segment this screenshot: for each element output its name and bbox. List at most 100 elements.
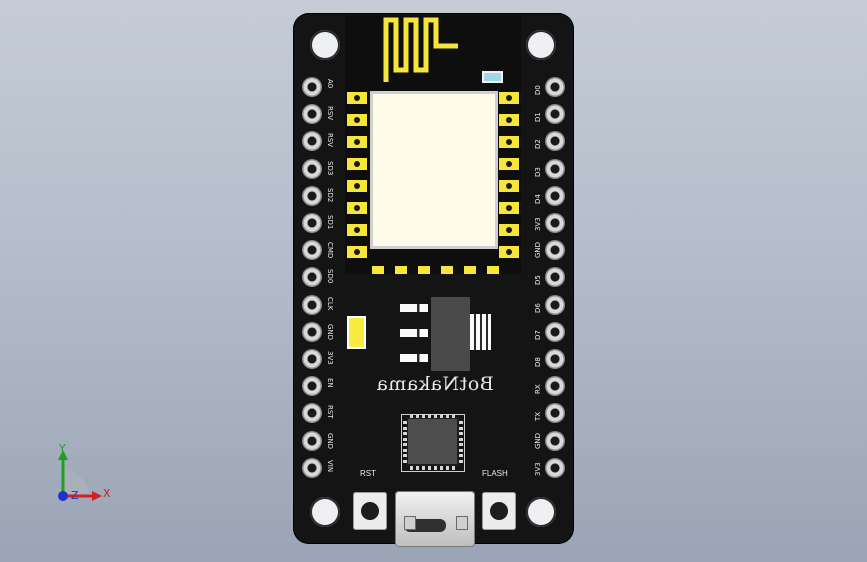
rst-button-cap	[361, 502, 379, 520]
status-led	[482, 71, 503, 83]
header-pin-left	[302, 294, 322, 315]
pin-label-left: VIN	[326, 459, 334, 472]
chip-pin	[440, 414, 443, 418]
voltage-regulator	[431, 297, 470, 371]
module-castellated-pad	[347, 114, 367, 126]
flash-label: FLASH	[482, 469, 508, 478]
pin-label-left: GND	[326, 323, 334, 340]
chip-pin	[403, 432, 407, 435]
mounting-hole-bottom-right	[526, 497, 556, 527]
module-castellated-pad	[347, 92, 367, 104]
header-pin-right	[545, 77, 565, 97]
chip-pin	[434, 414, 437, 418]
header-pin-right	[545, 213, 565, 233]
header-pin-left	[302, 267, 322, 288]
pin-label-left: SD0	[326, 269, 334, 284]
module-pad	[441, 266, 453, 274]
usb-tab-left	[404, 516, 416, 530]
pin-label-right: TX	[534, 412, 542, 422]
module-pad	[464, 266, 476, 274]
pin-label-left: RSV	[326, 106, 334, 121]
rst-label: RST	[360, 469, 376, 478]
chip-pin	[422, 466, 425, 470]
z-axis-label: Z	[71, 489, 79, 502]
module-pad	[372, 266, 384, 274]
pin-label-left: SD1	[326, 215, 334, 230]
header-pin-left	[302, 185, 322, 206]
usb-tab-right	[456, 516, 468, 530]
regulator-pin	[400, 304, 428, 312]
chip-pin	[446, 414, 449, 418]
chip-pin	[403, 448, 407, 452]
pin-label-left: CLK	[326, 296, 334, 310]
pin-label-left: A0	[326, 79, 334, 89]
module-castellated-pad	[347, 246, 367, 258]
chip-pin	[459, 437, 463, 441]
chip-pin	[459, 443, 463, 446]
chip-pin	[410, 466, 413, 470]
chip-pin	[403, 454, 407, 457]
chip-pin	[446, 466, 449, 470]
chip-pin	[459, 448, 463, 452]
usb-serial-chip	[406, 417, 459, 466]
chip-pin	[459, 432, 463, 435]
pin-label-right: D6	[534, 302, 542, 313]
header-pin-left	[302, 104, 322, 125]
header-pin-left	[302, 430, 322, 451]
pin-label-right: GND	[534, 432, 542, 449]
pin-label-right: D5	[534, 275, 542, 286]
header-pin-right	[545, 267, 565, 288]
header-pin-left	[302, 457, 322, 478]
pin-label-left: SD3	[326, 160, 334, 175]
pcb-antenna-trace	[383, 17, 458, 82]
pin-label-right: 3V3	[534, 462, 542, 476]
header-pin-right	[545, 321, 565, 342]
pin-label-left: GND	[326, 432, 334, 449]
chip-pin	[459, 426, 463, 430]
header-pin-right	[545, 403, 565, 424]
axis-triad-icon	[58, 450, 102, 501]
chip-pin	[403, 437, 407, 441]
module-castellated-pad	[347, 136, 367, 148]
chip-pin	[403, 459, 407, 463]
pin-label-left: RSV	[326, 133, 334, 148]
chip-pin	[434, 466, 437, 470]
mounting-hole-top-right	[526, 30, 556, 60]
chip-pin	[416, 414, 419, 418]
chip-pin	[440, 466, 443, 470]
module-castellated-pad	[499, 180, 519, 192]
header-pin-right	[545, 240, 565, 261]
chip-pin	[459, 459, 463, 463]
regulator-tab	[470, 314, 491, 350]
pin-label-right: 3V3	[534, 217, 542, 231]
module-castellated-pad	[499, 136, 519, 148]
module-pad	[418, 266, 430, 274]
chip-pin	[403, 426, 407, 430]
module-castellated-pad	[499, 92, 519, 104]
chip-pin	[428, 466, 431, 470]
chip-pin	[422, 414, 425, 418]
header-pin-left	[302, 349, 322, 369]
pin-label-left: CMD	[326, 242, 334, 259]
orientation-triad: Y X Z	[40, 440, 120, 510]
pin-label-right: RX	[534, 384, 542, 395]
module-castellated-pad	[499, 114, 519, 126]
header-pin-left	[302, 240, 322, 261]
pin-label-left: EN	[326, 378, 334, 388]
pin-label-right: D8	[534, 357, 542, 367]
chip-outline	[401, 414, 465, 472]
pin-label-right: D3	[534, 166, 542, 177]
header-pin-right	[545, 349, 565, 369]
header-pin-right	[545, 294, 565, 315]
regulator-pin	[400, 354, 428, 362]
pin-label-right: D2	[534, 139, 542, 150]
module-castellated-pad	[347, 180, 367, 192]
header-pin-right	[545, 185, 565, 206]
chip-pin	[403, 421, 407, 424]
module-castellated-pad	[499, 202, 519, 214]
module-castellated-pad	[347, 158, 367, 170]
header-pin-right	[545, 376, 565, 397]
module-castellated-pad	[499, 158, 519, 170]
header-pin-left	[302, 131, 322, 152]
